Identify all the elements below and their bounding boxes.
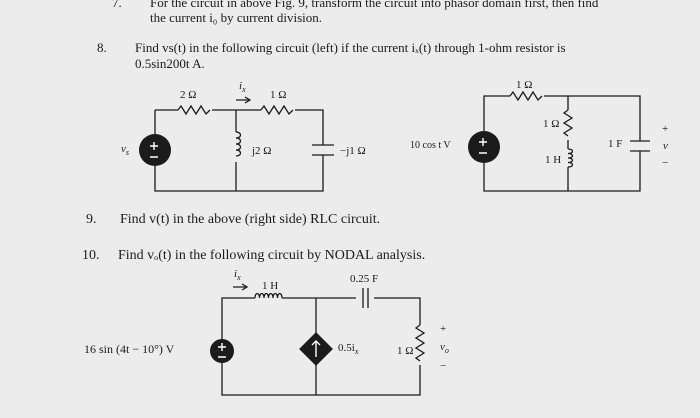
label-10cos: 10 cos t V (410, 140, 451, 151)
label-vs: vs (121, 143, 130, 158)
inductor-bottom-1h (254, 292, 283, 299)
inductor-j2 (235, 110, 242, 191)
resistor-2ohm (177, 104, 211, 116)
label-minus-bottom: − (440, 360, 447, 372)
problem-8-number: 8. (97, 40, 107, 55)
label-r-mid: 1 Ω (543, 118, 560, 130)
arrow-ix (236, 96, 252, 104)
circuit-bottom (210, 283, 426, 396)
problem-7-line2: the current i₀ by current division. (150, 10, 323, 25)
label-2ohm: 2 Ω (180, 89, 197, 101)
label-v-right: v (663, 140, 668, 152)
arrow-ix-bottom (233, 283, 249, 291)
voltage-source-vs (139, 134, 171, 166)
problem-8-line1: Find vs(t) in the following circuit (lef… (135, 40, 566, 55)
problem-7-number: 7. (112, 0, 122, 10)
problem-7-line1: For the circuit in above Fig. 9, transfo… (150, 0, 599, 10)
label-1ohm-bottom: 1 Ω (397, 345, 414, 357)
resistor-bottom-1ohm (414, 324, 426, 362)
circuit-left (139, 96, 334, 192)
resistor-mid-1ohm (562, 109, 574, 137)
label-1ohm: 1 Ω (270, 89, 287, 101)
capacitor-bottom-025f (362, 288, 369, 308)
label-minus-right: − (662, 157, 669, 169)
problem-9-number: 9. (86, 212, 97, 227)
resistor-1ohm (260, 104, 294, 116)
label-r-top: 1 Ω (516, 79, 533, 91)
label-vo: vo (440, 341, 449, 356)
resistor-top-1ohm (509, 90, 543, 102)
circuit-right (468, 90, 650, 192)
inductor-1h (567, 148, 574, 168)
problem-10-text: Find vₒ(t) in the following circuit by N… (118, 248, 426, 263)
problem-8-line2: 0.5sin200t A. (135, 56, 205, 71)
label-025f: 0.25 F (350, 273, 379, 285)
label-ix: ix (239, 80, 246, 95)
label-plus-right: + (662, 123, 669, 135)
problem-9-text: Find v(t) in the above (right side) RLC … (120, 212, 381, 227)
capacitor-1f (630, 140, 650, 152)
label-1f: 1 F (608, 138, 623, 150)
label-plus-bottom: + (440, 323, 447, 335)
label-16sin: 16 sin (4t − 10°) V (84, 342, 175, 356)
voltage-source-10cos (468, 131, 500, 163)
label-1h-bottom: 1 H (262, 280, 279, 292)
label-ix-bottom: ix (234, 268, 241, 283)
label-j2: j2 Ω (252, 145, 272, 157)
capacitor-minus-j1 (312, 144, 334, 156)
label-minus-j1: −j1 Ω (340, 145, 366, 157)
label-1h: 1 H (545, 154, 562, 166)
problem-10-number: 10. (82, 248, 100, 263)
label-dep-source: 0.5ix (338, 342, 359, 357)
